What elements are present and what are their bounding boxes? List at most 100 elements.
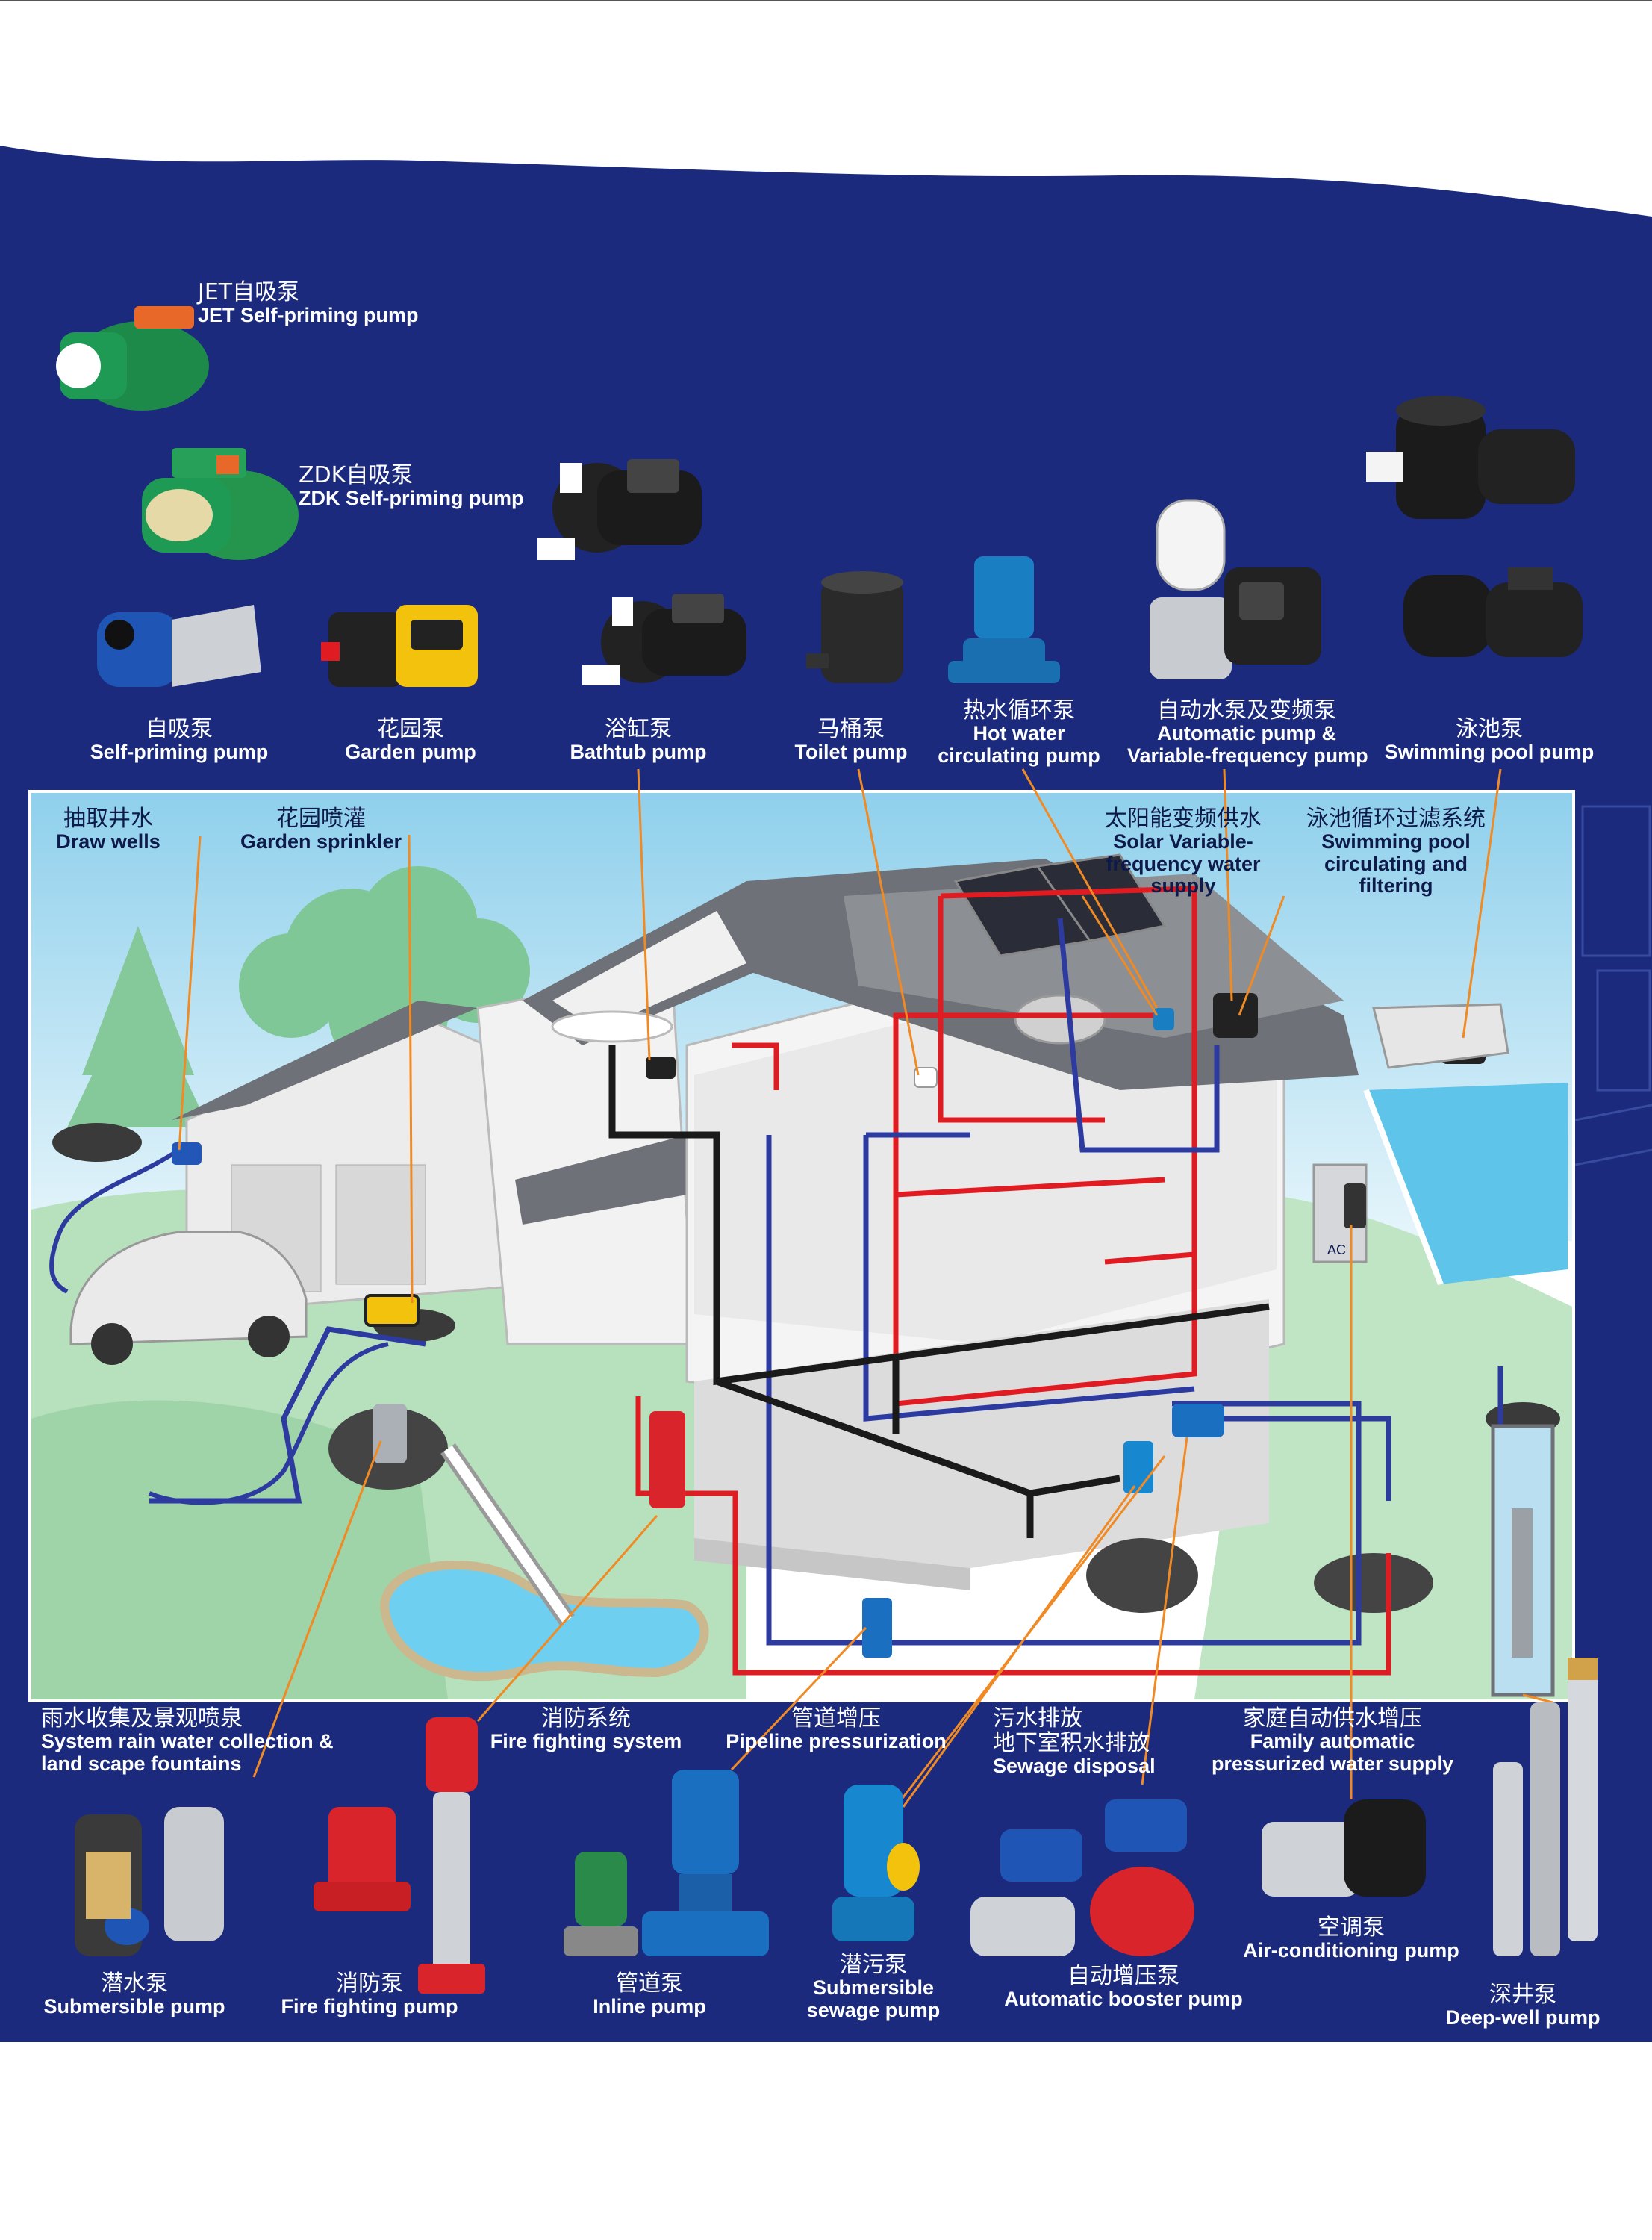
water-tank <box>1014 994 1106 1045</box>
rain-water-label: 雨水收集及景观喷泉 System rain water collection &… <box>41 1706 334 1775</box>
toilet-pump-label-cn: 马桶泵 <box>817 716 885 742</box>
sewage-pump-image <box>821 1785 933 1956</box>
automatic-pump-label-en-2: Variable-frequency pump <box>1127 744 1368 767</box>
draw-wells-label: 抽取井水 Draw wells <box>45 806 172 853</box>
inline-pump-label-en: Inline pump <box>593 1995 706 2017</box>
car <box>69 1231 308 1365</box>
callout-lines <box>178 768 1553 1808</box>
zdk-self-priming-pump-image <box>127 441 299 567</box>
sewage-pump-label-en-2: sewage pump <box>806 1998 941 2021</box>
family-supply-label-cn: 家庭自动供水增压 <box>1243 1705 1422 1732</box>
hot-water-label-cn: 热水循环泵 <box>963 697 1075 724</box>
bathtub-pump-label-cn: 浴缸泵 <box>605 716 672 742</box>
sewage-disposal-label: 污水排放 地下室积水排放 Sewage disposal <box>993 1706 1156 1778</box>
solar-panel <box>953 853 1167 957</box>
deep-well-pump-label-cn: 深井泵 <box>1489 1982 1556 2008</box>
pool-filter-label-en-2: circulating and <box>1324 852 1468 875</box>
hot-water-circulating-pump-image <box>948 549 1060 698</box>
pool-filter-label-en-1: Swimming pool <box>1321 830 1471 853</box>
bathtub-pump-label-en: Bathtub pump <box>570 741 707 763</box>
solar-label-en-3: supply <box>1150 874 1216 897</box>
fire-system-label-cn: 消防系统 <box>541 1705 631 1732</box>
drain-pipes <box>608 1045 1270 1538</box>
fire-system-label-en: Fire fighting system <box>490 1730 682 1752</box>
inline-pump-image-small <box>564 1844 638 1964</box>
garden-pump-label-cn: 花园泵 <box>377 716 444 742</box>
fire-system-label: 消防系统 Fire fighting system <box>485 1706 687 1753</box>
inline-pump-label-cn: 管道泵 <box>616 1970 683 1997</box>
sewage-pump-label: 潜污泵 Submersible sewage pump <box>791 1953 956 2021</box>
sewage-label-cn-1: 污水排放 <box>993 1705 1082 1732</box>
booster-pump-label: 自动增压泵 Automatic booster pump <box>993 1964 1254 2011</box>
sewage-pump-label-cn: 潜污泵 <box>840 1952 907 1978</box>
rain-water-label-cn: 雨水收集及景观喷泉 <box>41 1705 243 1732</box>
booster-pump-label-en: Automatic booster pump <box>1004 1988 1243 2010</box>
swimming-pool <box>1366 1083 1568 1284</box>
sewage-label-en: Sewage disposal <box>993 1755 1156 1777</box>
pool-filter-label-cn: 泳池循环过滤系统 <box>1306 806 1486 832</box>
inline-pump-label: 管道泵 Inline pump <box>567 1971 732 2018</box>
bathtub-pump-image-2 <box>575 582 761 709</box>
swimming-pool-pump-image <box>1366 392 1590 534</box>
garden-sprinkler-label: 花园喷灌 Garden sprinkler <box>235 806 407 853</box>
solar-label: 太阳能变频供水 Solar Variable- frequency water … <box>1097 806 1269 897</box>
deep-well-pump-label-en: Deep-well pump <box>1445 2006 1600 2029</box>
toilet-pump-label: 马桶泵 Toilet pump <box>784 717 918 764</box>
automatic-pump-label: 自动水泵及变频泵 Automatic pump & Variable-frequ… <box>1127 697 1368 767</box>
jet-self-priming-pump-image <box>45 291 224 418</box>
garden-pump-label: 花园泵 Garden pump <box>321 717 500 764</box>
aircon-pump-label-en: Air-conditioning pump <box>1243 1939 1459 1961</box>
toilet-pump-image <box>806 564 918 698</box>
deep-well-pump-label: 深井泵 Deep-well pump <box>1433 1982 1612 2029</box>
fire-pump-label-en: Fire fighting pump <box>281 1995 458 2017</box>
air-conditioning-pump-image <box>1262 1799 1433 1919</box>
self-priming-pump-label: 自吸泵 Self-priming pump <box>82 717 276 764</box>
deep-well-pump-image <box>1486 1658 1605 1979</box>
aircon-pump-label-cn: 空调泵 <box>1318 1914 1385 1941</box>
rain-water-label-en-1: System rain water collection & <box>41 1730 334 1752</box>
pipeline-label-cn: 管道增压 <box>791 1705 881 1732</box>
submersible-pump-label-cn: 潜水泵 <box>101 1970 168 1997</box>
hot-water-pipes <box>635 886 1391 1676</box>
hot-water-label-en-1: Hot water <box>973 722 1065 744</box>
self-priming-label-en: Self-priming pump <box>90 741 269 763</box>
submersible-pump-image <box>52 1792 254 1971</box>
zdk-pump-label-en: ZDK Self-priming pump <box>299 487 524 509</box>
toilet-pump-label-en: Toilet pump <box>794 741 908 763</box>
automatic-pump-label-en-1: Automatic pump & <box>1157 722 1336 744</box>
pipeline-label: 管道增压 Pipeline pressurization <box>724 1706 948 1753</box>
pool-pump-label: 泳池泵 Swimming pool pump <box>1381 717 1598 764</box>
family-supply-label-en-1: Family automatic <box>1250 1730 1415 1752</box>
self-priming-pump-image <box>82 590 276 702</box>
booster-pump-image <box>970 1799 1194 1971</box>
family-supply-label-en-2: pressurized water supply <box>1211 1752 1454 1775</box>
automatic-pump-label-cn: 自动水泵及变频泵 <box>1157 697 1336 724</box>
pipeline-label-en: Pipeline pressurization <box>726 1730 947 1752</box>
sewage-label-cn-2: 地下室积水排放 <box>993 1730 1150 1756</box>
jet-pump-label: JET自吸泵 JET Self-priming pump <box>198 280 419 327</box>
bathtub-pump-image <box>530 448 717 590</box>
inline-pump-image <box>642 1770 769 1971</box>
automatic-pump-image <box>1127 493 1336 694</box>
hot-water-pump-label: 热水循环泵 Hot water circulating pump <box>926 698 1112 767</box>
garden-pump-label-en: Garden pump <box>345 741 476 763</box>
pool-pump-label-cn: 泳池泵 <box>1456 716 1523 742</box>
rain-water-label-en-2: land scape fountains <box>41 1752 242 1775</box>
pool-filter-label: 泳池循环过滤系统 Swimming pool circulating and f… <box>1299 806 1493 897</box>
draw-wells-label-cn: 抽取井水 <box>63 806 153 832</box>
fire-pump-label-cn: 消防泵 <box>336 1970 403 1997</box>
garden-pond <box>379 1561 709 1681</box>
fire-pump-label: 消防泵 Fire fighting pump <box>269 1971 470 2018</box>
house <box>172 853 1368 1590</box>
aircon-pump-label: 空调泵 Air-conditioning pump <box>1232 1915 1471 1962</box>
house-scene-panel <box>28 768 1575 1808</box>
zdk-pump-label-cn: ZDK自吸泵 <box>299 462 414 488</box>
garden-sprinkler-label-cn: 花园喷灌 <box>276 806 366 832</box>
draw-wells-label-en: Draw wells <box>56 830 160 853</box>
solar-label-en-2: frequency water <box>1106 852 1261 875</box>
jet-pump-label-cn: JET自吸泵 <box>198 279 300 305</box>
pool-pump-label-en: Swimming pool pump <box>1384 741 1595 763</box>
garden-pump-image <box>321 590 485 702</box>
sewage-pump-label-en-1: Submersible <box>812 1976 935 1999</box>
